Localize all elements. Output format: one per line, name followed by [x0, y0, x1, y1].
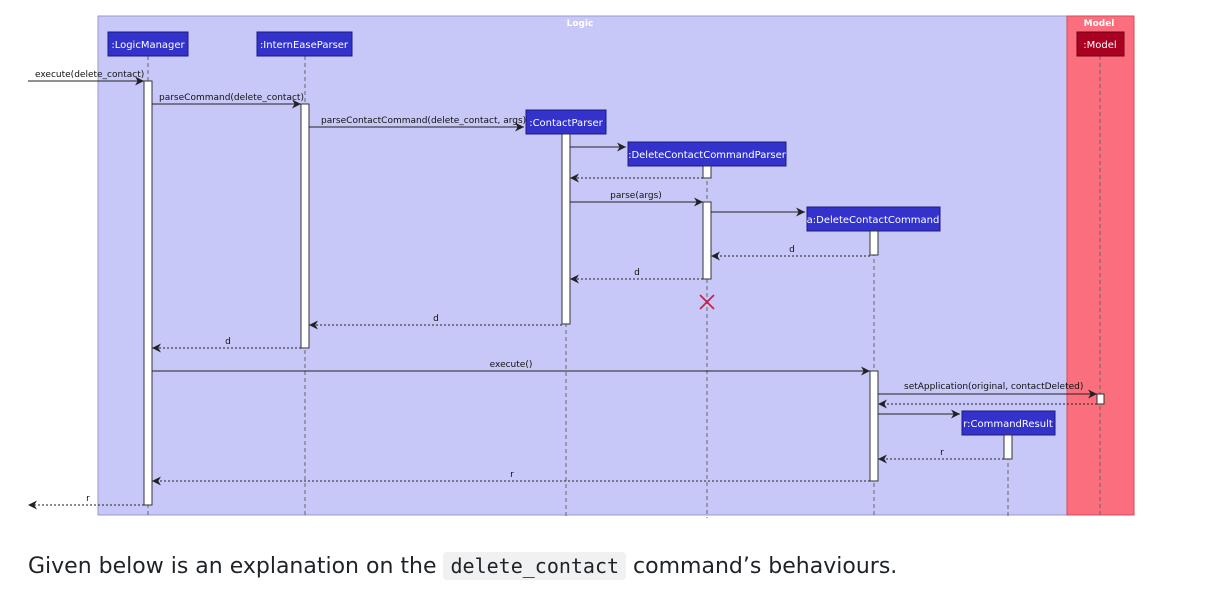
activation-logic-manager: [143, 80, 153, 506]
sequence-diagram-canvas: Logic Model :LogicManager :InternEasePar…: [28, 15, 1135, 518]
model-box-title: Model: [1084, 19, 1115, 29]
caption-text-after: command’s behaviours.: [626, 554, 898, 579]
label-parse-args: parse(args): [610, 191, 662, 201]
explanation-caption: Given below is an explanation on the del…: [28, 548, 897, 585]
participant-intern-ease-parser: :InternEaseParser: [256, 31, 353, 57]
activation-intern-ease-parser: [300, 103, 310, 349]
label-return-r-3: r: [86, 494, 90, 504]
label-return-d-3: d: [433, 314, 439, 324]
label-return-r-1: r: [940, 448, 944, 458]
label-execute-delete-contact: execute(delete_contact): [35, 70, 144, 80]
participant-logic-manager-label: :LogicManager: [111, 40, 185, 51]
logic-box-title: Logic: [567, 19, 594, 29]
activation-contact-parser: [561, 133, 571, 325]
activation-command-result: [1003, 434, 1013, 460]
participant-command-result-label: r:CommandResult: [963, 419, 1053, 430]
label-parse-command: parseCommand(delete_contact): [159, 93, 304, 103]
label-execute: execute(): [490, 360, 533, 370]
participant-command-result: r:CommandResult: [961, 410, 1056, 436]
participant-intern-ease-parser-label: :InternEaseParser: [260, 40, 349, 51]
participant-contact-parser-label: :ContactParser: [529, 118, 603, 129]
destroy-icon: [699, 294, 715, 310]
label-set-application: setApplication(original, contactDeleted): [904, 382, 1083, 392]
participant-contact-parser: :ContactParser: [525, 109, 607, 135]
label-parse-contact-command: parseContactCommand(delete_contact, args…: [321, 116, 526, 126]
sequence-diagram: Logic Model :LogicManager :InternEasePar…: [28, 15, 1135, 518]
label-return-d-1: d: [789, 245, 795, 255]
participant-model: :Model: [1076, 31, 1125, 57]
label-return-d-4: d: [225, 337, 231, 347]
participant-delete-contact-command-parser-label: :DeleteContactCommandParser: [628, 150, 787, 161]
participant-delete-contact-command: a:DeleteContactCommand: [806, 206, 941, 232]
label-return-r-2: r: [510, 470, 514, 480]
caption-code: delete_contact: [443, 552, 627, 580]
activation-delete-contact-command-parser-1: [702, 165, 712, 179]
label-return-d-2: d: [634, 268, 640, 278]
participant-delete-contact-command-parser: :DeleteContactCommandParser: [627, 141, 787, 167]
participant-delete-contact-command-label: a:DeleteContactCommand: [807, 215, 940, 226]
logic-box: [97, 15, 1068, 516]
activation-delete-contact-command-parser-2: [702, 201, 712, 280]
model-box: [1066, 15, 1135, 516]
participant-logic-manager: :LogicManager: [107, 31, 189, 57]
activation-delete-contact-command-2: [869, 370, 879, 482]
participant-model-label: :Model: [1083, 40, 1116, 51]
caption-text-before: Given below is an explanation on the: [28, 554, 444, 579]
activation-delete-contact-command-1: [869, 230, 879, 256]
activation-model: [1096, 393, 1105, 405]
